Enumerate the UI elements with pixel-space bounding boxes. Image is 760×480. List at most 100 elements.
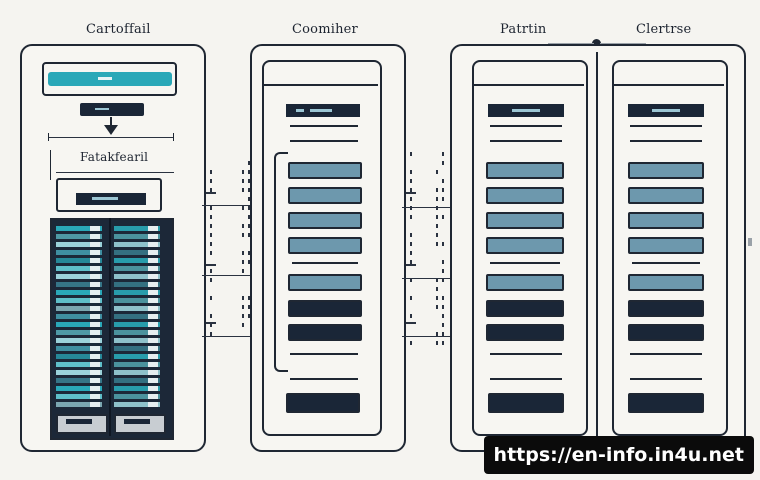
dash-mark [410, 278, 412, 282]
fourth-column-rule-1 [630, 125, 702, 127]
server-rack-row-light [148, 290, 158, 295]
second-column-top-rule [262, 84, 378, 86]
server-rack-divider [109, 218, 111, 436]
fourth-column-rule-4 [630, 378, 702, 380]
second-column-header-mark-2 [310, 109, 332, 112]
server-slot [288, 212, 362, 229]
dash-mark [210, 251, 212, 255]
dash-cross [406, 264, 416, 266]
server-rack-row-light [148, 362, 158, 367]
column-title-second: Coomiher [292, 22, 358, 37]
dash-mark [210, 224, 212, 228]
dash-mark [436, 296, 438, 300]
second-column-rule-1 [290, 125, 358, 127]
dash-mark [436, 242, 438, 246]
column-title-third: Patrtin [500, 22, 547, 37]
first-column-header-mark [98, 77, 112, 80]
bracket-right [173, 133, 174, 141]
dash-mark [442, 188, 444, 192]
dash-mark [242, 233, 244, 237]
server-rack-row-light [148, 322, 158, 327]
server-rack-row-light [148, 378, 158, 383]
server-rack-row-light [148, 394, 158, 399]
server-slot [628, 187, 704, 204]
server-rack-foot-left-bar [66, 419, 92, 424]
server-rack-row-light [90, 226, 100, 231]
server-rack-row-light [148, 242, 158, 247]
server-rack-row-light [90, 234, 100, 239]
dash-mark [442, 242, 444, 246]
server-slot [288, 162, 362, 179]
dash-cross [406, 192, 416, 194]
server-slot [486, 212, 564, 229]
server-slot [288, 274, 362, 291]
dash-mark [436, 224, 438, 228]
server-rack-foot-right [114, 414, 166, 434]
dash-mark [242, 188, 244, 192]
dash-cross [206, 264, 216, 266]
server-rack-row-light [148, 314, 158, 319]
server-rack-foot-right-bar [124, 419, 150, 424]
third-fourth-divider [596, 52, 598, 442]
server-rack-row-light [90, 378, 100, 383]
dash-mark [442, 305, 444, 309]
server-rack-row-light [90, 266, 100, 271]
dash-mark [442, 341, 444, 345]
dash-mark [442, 278, 444, 282]
server-rack-row-light [148, 226, 158, 231]
dash-mark [210, 170, 212, 174]
dash-mark [442, 197, 444, 201]
server-slot [288, 324, 362, 341]
server-slot [486, 237, 564, 254]
server-rack-row-light [90, 274, 100, 279]
dash-mark [436, 305, 438, 309]
server-rack-row-light [90, 330, 100, 335]
server-rack-row-light [90, 354, 100, 359]
server-rack-row-light [90, 242, 100, 247]
server-rack-row-light [148, 234, 158, 239]
server-slot [288, 237, 362, 254]
server-rack-row-light [90, 402, 100, 407]
dash-mark [242, 296, 244, 300]
third-column-rule-2 [490, 140, 562, 142]
slot-group-rule [292, 262, 358, 264]
dash-mark [242, 305, 244, 309]
server-rack-row-light [90, 250, 100, 255]
server-rack-row-light [148, 330, 158, 335]
dash-mark [242, 323, 244, 327]
server-slot [288, 187, 362, 204]
dash-mark [436, 341, 438, 345]
second-column-rule-3 [290, 353, 358, 355]
server-rack-row-light [148, 250, 158, 255]
dash-mark [442, 260, 444, 264]
fourth-column-top-rule [612, 84, 724, 86]
subtitle-underline [56, 172, 174, 173]
server-rack-row-light [90, 282, 100, 287]
server-rack-row-light [148, 282, 158, 287]
dash-mark [442, 332, 444, 336]
dash-mark [442, 269, 444, 273]
server-rack-row-light [90, 338, 100, 343]
dash-mark [210, 233, 212, 237]
second-column-rule-2 [290, 140, 358, 142]
dash-mark [410, 314, 412, 318]
right-edge-marker [748, 238, 752, 246]
server-rack-row-light [148, 386, 158, 391]
dash-mark [436, 278, 438, 282]
slot-group-rule [632, 262, 700, 264]
second-column-bottom-slot [286, 393, 360, 413]
dash-mark [242, 170, 244, 174]
server-rack-foot-left [56, 414, 108, 434]
first-column-sub-bar [80, 103, 144, 116]
server-slot [486, 300, 564, 317]
first-column-subtitle: Fatakfearil [80, 150, 148, 164]
third-column-rule-1 [490, 125, 562, 127]
server-rack-row-light [90, 370, 100, 375]
column-title-fourth: Clertrse [636, 22, 691, 37]
dash-mark [242, 314, 244, 318]
dash-mark [442, 215, 444, 219]
server-rack-row-light [148, 274, 158, 279]
dash-mark [436, 206, 438, 210]
dash-mark [210, 206, 212, 210]
dash-mark [242, 179, 244, 183]
